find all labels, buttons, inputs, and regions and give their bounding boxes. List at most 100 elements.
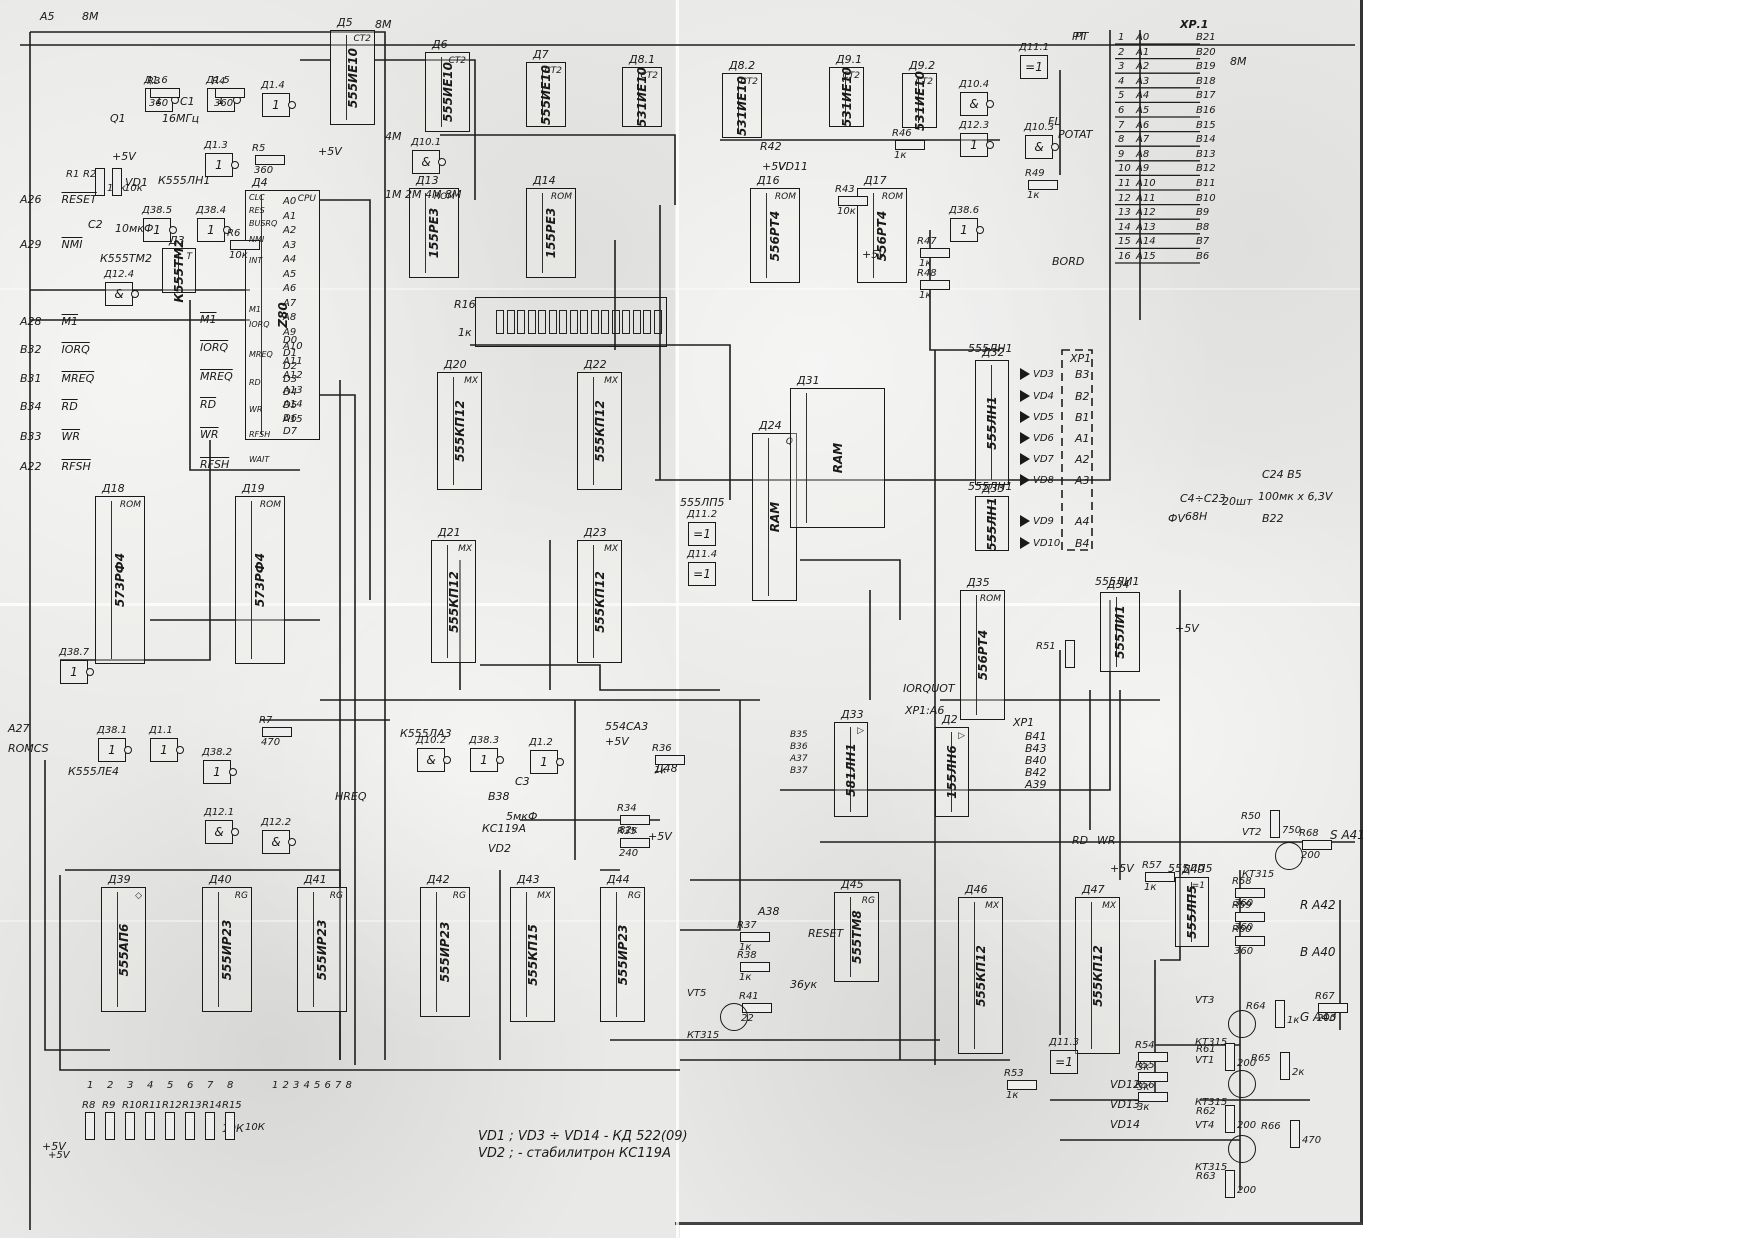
schematic-label: C3 bbox=[515, 775, 530, 788]
diode-ref: VD7 bbox=[1033, 454, 1054, 465]
chip-part-number: 555КП15 bbox=[525, 923, 540, 986]
chip-function: СТ2 bbox=[353, 34, 371, 44]
chip-part-number: 555КП12 bbox=[592, 570, 607, 633]
transistor-type: КТ315 bbox=[1195, 1037, 1228, 1048]
gate-symbol: 1 bbox=[970, 138, 978, 152]
chip-ref: Д6 bbox=[432, 38, 448, 51]
resistor-element bbox=[496, 310, 504, 334]
inverter-bubble-icon bbox=[443, 756, 451, 764]
cpu-signal-local: RFSH bbox=[200, 458, 230, 471]
resistor-ref: R61 bbox=[1196, 1044, 1216, 1055]
chip-part-number: 555ЛН1 bbox=[985, 395, 999, 450]
resistor-ref: R41 bbox=[739, 991, 759, 1002]
resistor-ref: R56 bbox=[1135, 1080, 1155, 1091]
chip-function: RG bbox=[452, 891, 466, 901]
chip-ref: Д33 bbox=[841, 708, 864, 721]
cpu-signal-local: IORQ bbox=[200, 341, 229, 354]
paper-fold-lower bbox=[0, 920, 1360, 922]
chip-part-number: 555ИР23 bbox=[220, 919, 234, 980]
pin-column bbox=[581, 545, 594, 658]
gate-ref: Д1.4 bbox=[261, 80, 285, 91]
ladder-resistor: R11 bbox=[142, 1100, 162, 1140]
chip-ref: Д21 bbox=[438, 526, 461, 539]
xp1-address: А7 bbox=[1136, 134, 1150, 146]
connector-outline bbox=[1061, 349, 1093, 551]
signal-name: MREQ bbox=[61, 372, 95, 385]
led-driver-diode: VD10 bbox=[1020, 537, 1060, 549]
led-driver-diode: VD8 bbox=[1020, 474, 1054, 486]
resistor-element bbox=[622, 310, 630, 334]
ladder-pin-b: 7 bbox=[335, 1080, 342, 1091]
chip-ref: Д49 bbox=[1182, 863, 1205, 876]
xp1-contact: В9 bbox=[1196, 207, 1210, 219]
transistor-ref: VT3 bbox=[1195, 995, 1215, 1006]
pin-column bbox=[1079, 902, 1092, 1049]
gate-ref: Д1.1 bbox=[149, 725, 173, 736]
cpu-data-pin: D2 bbox=[283, 361, 298, 372]
cpu-address-pin: А9 bbox=[283, 326, 297, 338]
schematic-label: VD13 bbox=[1110, 1098, 1140, 1111]
pin-column bbox=[754, 193, 767, 278]
schematic-label: 555ЛН1 bbox=[968, 480, 1013, 493]
gate-symbol: 1 bbox=[160, 743, 168, 757]
cpu-signal-local: MREQ bbox=[200, 370, 233, 383]
pin-column bbox=[939, 732, 952, 812]
ladder-pin: 7 bbox=[207, 1080, 214, 1091]
diode-ref: VD9 bbox=[1033, 516, 1054, 527]
resistor-ref: R46 bbox=[892, 128, 912, 139]
chip-ref: Д18 bbox=[102, 482, 125, 495]
resistor-ref: R58 bbox=[1232, 876, 1252, 887]
logic-gate: &Д10.3 bbox=[1024, 122, 1059, 159]
gate-ref: Д38.5 bbox=[142, 205, 173, 216]
cpu-address-pin: А14 bbox=[283, 399, 303, 410]
cpu-address-pin: А1 bbox=[283, 210, 297, 222]
video-output: B А40 bbox=[1300, 945, 1336, 959]
wire bbox=[780, 600, 1111, 791]
output-name: S bbox=[1330, 828, 1338, 842]
xp1-address: А8 bbox=[1136, 148, 1150, 160]
diode-icon bbox=[1020, 515, 1030, 527]
chip-ref: Д45 bbox=[841, 878, 864, 891]
chip-part-number: 555ИР23 bbox=[615, 924, 630, 985]
wire bbox=[800, 559, 901, 620]
schematic-label: IORQUOT bbox=[903, 682, 955, 695]
gate-symbol: & bbox=[271, 835, 281, 849]
chip-function: ▷ bbox=[857, 726, 864, 736]
signal-contact: А29 bbox=[20, 238, 42, 251]
schematic-label: 555ЛИ1 bbox=[1095, 575, 1140, 588]
resistor-value: 1к bbox=[1287, 1015, 1300, 1026]
resistor-ref: R11 bbox=[142, 1100, 162, 1111]
cpu-signal-local: RD bbox=[200, 398, 217, 411]
pin-column bbox=[838, 727, 851, 812]
resistor-ref: R5 bbox=[252, 143, 266, 154]
chip-ref: Д42 bbox=[427, 873, 450, 886]
resistor-value: 470 bbox=[1302, 1135, 1322, 1146]
pin-column bbox=[530, 193, 543, 273]
chip-function: RG bbox=[329, 891, 343, 901]
resistor-ref: R43 bbox=[835, 184, 855, 195]
gate-symbol: 1 bbox=[960, 223, 968, 237]
cpu-address-pin: А3 bbox=[283, 239, 297, 251]
paper-fold-vertical bbox=[676, 0, 679, 1238]
pin-column bbox=[604, 892, 617, 1017]
buffer-input: В37 bbox=[790, 766, 808, 776]
resistor-ref: R60 bbox=[1232, 924, 1252, 935]
chip-ref: Д4 bbox=[252, 176, 268, 189]
schematic-label: 555ЛП5 bbox=[1168, 862, 1213, 875]
cpu-data-pin: D4 bbox=[283, 387, 298, 398]
chip-function: =1 bbox=[1191, 881, 1205, 891]
